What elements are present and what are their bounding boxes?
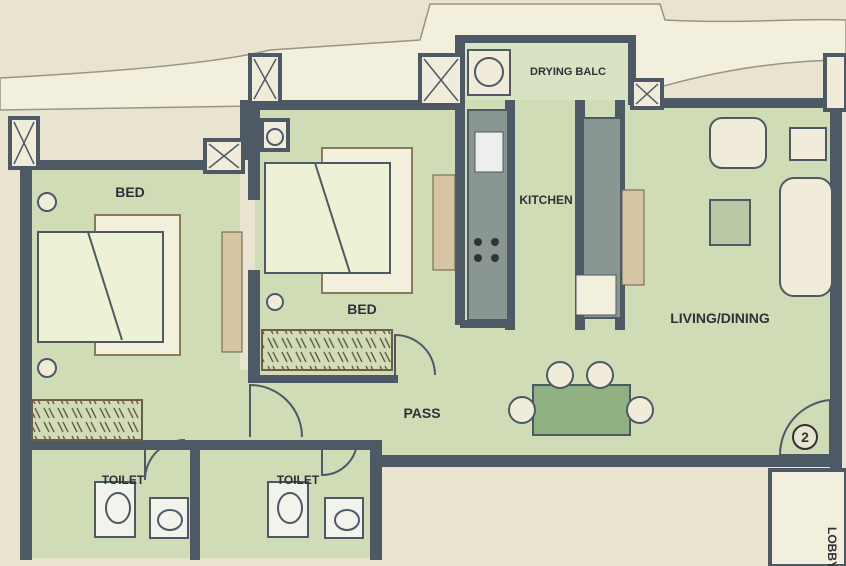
unit-number: 2 bbox=[801, 429, 809, 445]
dining-chairs bbox=[508, 361, 654, 424]
armchair bbox=[709, 117, 767, 169]
wc-icon bbox=[105, 492, 131, 524]
kitchen-counters bbox=[467, 109, 622, 321]
sofa bbox=[779, 177, 833, 297]
bedside-lamps bbox=[37, 128, 284, 378]
wc-icon bbox=[277, 492, 303, 524]
column-crosses bbox=[13, 58, 659, 169]
basin-icon bbox=[157, 509, 183, 531]
lobby-area bbox=[768, 468, 846, 566]
bed-left-furniture bbox=[37, 214, 181, 356]
room-label-kitchen: KITCHEN bbox=[519, 193, 572, 207]
walls bbox=[20, 35, 842, 560]
room-label-drying-balc: DRYING BALC bbox=[530, 66, 606, 78]
side-table bbox=[709, 199, 751, 246]
toilet-fixtures bbox=[94, 481, 364, 539]
bed-middle-furniture bbox=[264, 147, 413, 294]
dining-table bbox=[532, 384, 631, 436]
fridge bbox=[575, 274, 617, 316]
tv-unit bbox=[789, 127, 827, 161]
room-label-lobby: LOBBY bbox=[825, 527, 839, 566]
room-label-toilet-left: TOILET bbox=[102, 473, 145, 487]
basin-icon bbox=[334, 509, 360, 531]
unit-marker bbox=[792, 424, 818, 450]
stove-icon bbox=[474, 238, 499, 262]
room-label-living-dining: LIVING/DINING bbox=[670, 310, 770, 326]
kitchen-sink bbox=[474, 131, 504, 173]
room-label-bed-left: BED bbox=[115, 184, 145, 200]
wardrobes bbox=[31, 174, 645, 441]
washing-machine bbox=[467, 49, 511, 96]
door-swings bbox=[144, 333, 831, 481]
room-label-toilet-right: TOILET bbox=[277, 473, 320, 487]
room-label-bed-middle: BED bbox=[347, 301, 377, 317]
room-label-pass: PASS bbox=[403, 405, 440, 421]
living-furniture bbox=[508, 117, 833, 436]
